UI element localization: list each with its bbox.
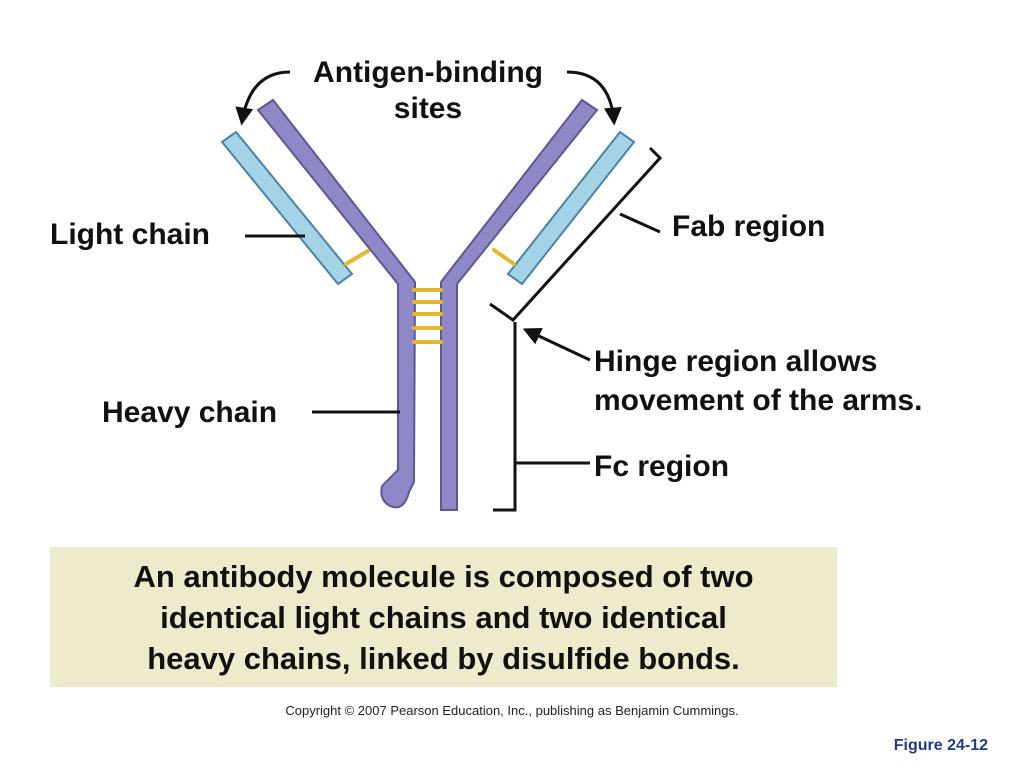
figure-number: Figure 24-12 — [893, 737, 988, 754]
disulfide-bond-right-arm — [492, 248, 516, 266]
fab-leader — [619, 212, 661, 234]
fab-region-label: Fab region — [672, 210, 825, 243]
caption-text: An antibody molecule is composed of two … — [133, 558, 754, 676]
fc-region-label: Fc region — [594, 450, 729, 483]
caption-box: An antibody molecule is composed of two … — [50, 547, 837, 687]
hinge-arrow — [522, 327, 591, 362]
disulfide-bond-left-arm — [344, 249, 370, 266]
antigen-binding-label: Antigen-binding — [313, 56, 543, 89]
copyright-notice: Copyright © 2007 Pearson Education, Inc.… — [285, 703, 739, 718]
antigen-arrow-left — [235, 70, 291, 126]
hinge-region-label: Hinge region allows — [594, 345, 877, 378]
antigen-arrow-right — [566, 70, 622, 126]
heavy-chain-left — [256, 98, 417, 509]
fab-bracket — [489, 146, 663, 322]
antigen-binding-label-line2: sites — [394, 92, 462, 125]
light-chains — [220, 130, 636, 286]
light-chain-left — [220, 130, 354, 286]
fc-bracket — [493, 322, 517, 512]
hinge-region-label-line2: movement of the arms. — [594, 384, 922, 417]
disulfide-bonds — [344, 248, 516, 344]
heavy-chain-label: Heavy chain — [102, 396, 277, 429]
heavy-chain-right — [440, 98, 599, 511]
heavy-chains — [256, 98, 599, 511]
light-chain-right — [506, 130, 636, 286]
light-chain-label: Light chain — [50, 218, 210, 251]
